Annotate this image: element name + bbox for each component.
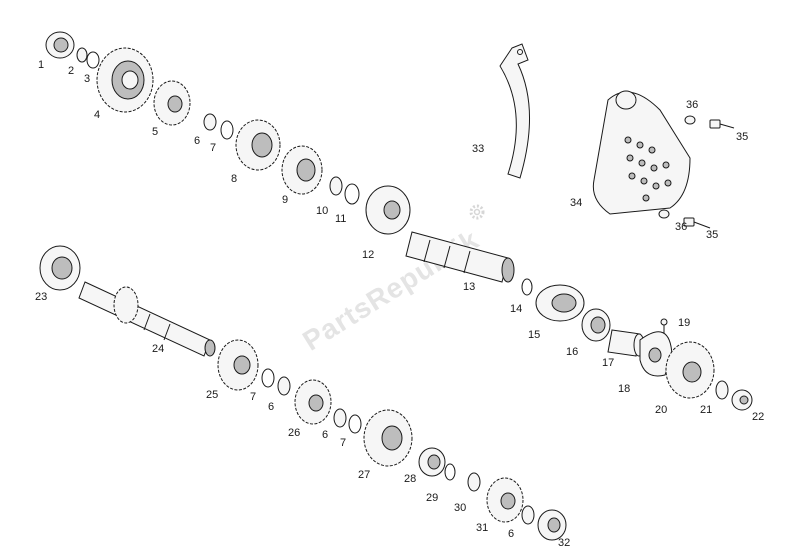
part-label: 22 [752, 411, 764, 423]
part-label: 3 [84, 73, 90, 85]
part-2-ring [76, 47, 88, 63]
part-36-washer-lower [658, 209, 670, 219]
part-8-gear [235, 119, 281, 171]
part-label: 6 [322, 429, 328, 441]
part-22-nut [731, 389, 753, 411]
part-20-sprocket [665, 341, 715, 399]
part-label: 19 [678, 317, 690, 329]
part-18-plate [639, 331, 673, 377]
part-14-ring [521, 278, 533, 296]
part-23-bearing [39, 245, 81, 291]
part-label: 17 [602, 357, 614, 369]
part-6-ring-lower-2 [333, 408, 347, 428]
part-28-bushing [418, 447, 446, 477]
part-32-bearing [537, 509, 567, 541]
part-label: 6 [194, 135, 200, 147]
part-label: 36 [686, 99, 698, 111]
part-7-ring [220, 120, 234, 140]
part-19-screw [660, 318, 668, 333]
part-30-washer [467, 472, 481, 492]
part-33-bracket [499, 43, 531, 179]
part-label: 4 [94, 109, 100, 121]
part-label: 12 [362, 249, 374, 261]
part-label: 9 [282, 194, 288, 206]
part-26-gear [294, 379, 332, 425]
part-label: 36 [675, 221, 687, 233]
part-6-ring [203, 113, 217, 131]
part-7-ring-lower [261, 368, 275, 388]
part-21-washer [715, 380, 729, 400]
part-29-ring [444, 463, 456, 481]
part-label: 7 [210, 142, 216, 154]
part-label: 34 [570, 197, 582, 209]
part-label: 33 [472, 143, 484, 155]
part-4-gear [96, 47, 154, 113]
part-label: 35 [706, 229, 718, 241]
part-label: 11 [335, 213, 346, 225]
part-label: 10 [316, 205, 328, 217]
part-6-ring-lower [277, 376, 291, 396]
part-label: 18 [618, 383, 630, 395]
part-11-ring [344, 183, 360, 205]
part-label: 20 [655, 404, 667, 416]
part-1-bearing [45, 31, 75, 59]
part-label: 27 [358, 469, 370, 481]
part-label: 14 [510, 303, 522, 315]
part-12-gear [365, 185, 411, 235]
part-label: 16 [566, 346, 578, 358]
part-5-gear [153, 80, 191, 126]
part-27-gear [363, 409, 413, 467]
part-35-bolt-lower [683, 217, 711, 229]
part-3-ring [86, 51, 100, 69]
part-24-shaft [78, 281, 216, 357]
part-13-shaft [405, 231, 515, 283]
part-6-ring-lower-3 [521, 505, 535, 525]
part-label: 24 [152, 343, 164, 355]
part-label: 26 [288, 427, 300, 439]
part-label: 28 [404, 473, 416, 485]
part-label: 7 [340, 437, 346, 449]
part-25-gear [217, 339, 259, 391]
part-label: 2 [68, 65, 74, 77]
part-label: 25 [206, 389, 218, 401]
part-label: 29 [426, 492, 438, 504]
part-label: 32 [558, 537, 570, 549]
part-36-washer-upper [684, 115, 696, 125]
part-label: 23 [35, 291, 47, 303]
part-label: 31 [476, 522, 488, 534]
part-17-spacer [607, 329, 645, 357]
part-label: 13 [463, 281, 475, 293]
part-label: 6 [508, 528, 514, 540]
part-34-cover [592, 90, 691, 215]
part-15-bearing [535, 284, 585, 322]
part-label: 7 [250, 391, 256, 403]
part-label: 5 [152, 126, 158, 138]
part-label: 15 [528, 329, 540, 341]
part-7-ring-lower-2 [348, 414, 362, 434]
part-10-ring [329, 176, 343, 196]
gear-icon [469, 204, 485, 220]
part-label: 6 [268, 401, 274, 413]
part-9-gear [281, 145, 323, 195]
part-label: 21 [700, 404, 712, 416]
part-label: 8 [231, 173, 237, 185]
part-16-bearing [581, 308, 611, 342]
part-35-bolt-upper [709, 119, 735, 129]
part-label: 1 [38, 59, 44, 71]
part-label: 30 [454, 502, 466, 514]
part-label: 35 [736, 131, 748, 143]
part-31-gear [486, 477, 524, 523]
